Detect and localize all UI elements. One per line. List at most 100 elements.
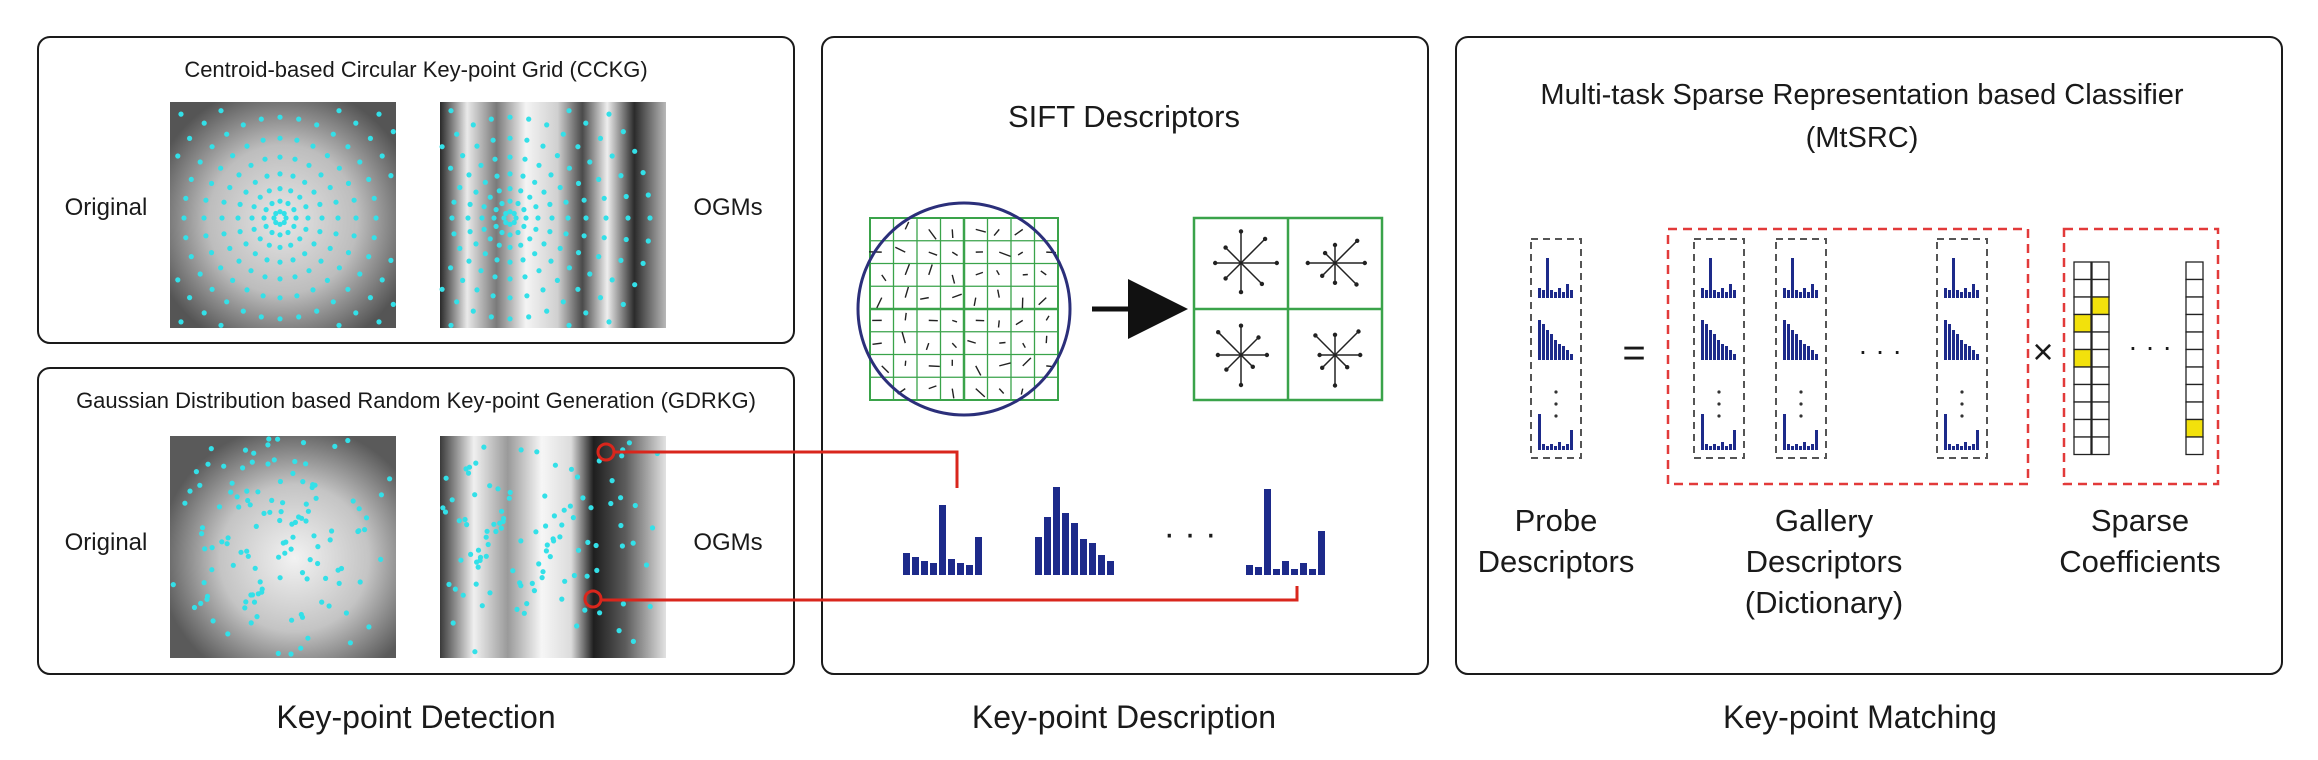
histogram-bar (1803, 288, 1806, 298)
keypoint-dot (225, 631, 231, 637)
probe-column (1530, 238, 1582, 459)
keypoint-dot (317, 201, 323, 207)
histogram-bar (1733, 354, 1736, 360)
keypoint-dot (559, 522, 565, 528)
keypoint-dot (524, 601, 530, 607)
keypoint-dot (197, 271, 203, 277)
keypoint-dot (526, 116, 532, 122)
keypoint-dot (363, 515, 370, 521)
cckg-original-label: Original (65, 194, 148, 221)
gallery-column-n (1936, 238, 1988, 459)
keypoint-dot (216, 504, 223, 510)
keypoint-dot (542, 493, 548, 499)
keypoint-dot (244, 548, 250, 554)
keypoint-dot (199, 531, 205, 537)
histogram-bar (1807, 446, 1810, 450)
histogram-bar (1570, 290, 1573, 298)
keypoint-dot (440, 505, 446, 511)
keypoint-dot (345, 180, 352, 186)
keypoint-dot (264, 173, 270, 179)
keypoint-dot (618, 257, 624, 263)
keypoint-dot (575, 144, 581, 150)
keypoint-dot (366, 624, 372, 630)
histogram-bar (1807, 292, 1810, 298)
histogram-bar (1558, 288, 1561, 298)
keypoint-dot (606, 319, 612, 325)
histogram-bar (1264, 489, 1271, 575)
keypoint-dot (464, 522, 470, 528)
keypoint-dot (187, 135, 193, 141)
keypoint-dot (588, 505, 594, 511)
orientation-ray-tip (1213, 260, 1218, 266)
histogram-bar (1721, 344, 1724, 360)
coefficients-box (2062, 227, 2220, 486)
histogram-bar (1948, 290, 1951, 298)
keypoint-dot (443, 475, 449, 481)
histogram-bar (1948, 324, 1951, 360)
keypoint-dot (366, 176, 372, 182)
keypoint-dot (257, 579, 263, 585)
gdrkg-ogm-image (440, 436, 666, 658)
keypoint-dot (324, 153, 330, 159)
histogram-bar (1791, 258, 1794, 298)
keypoint-dot (507, 209, 513, 215)
keypoint-dot (543, 523, 549, 529)
keypoint-dot (253, 523, 259, 530)
sift-title: SIFT Descriptors (1008, 99, 1240, 134)
keypoint-dot (467, 229, 473, 235)
gradient-vector (881, 274, 887, 282)
description-panel (821, 36, 1429, 675)
keypoint-dot (514, 606, 520, 613)
orientation-ray (1240, 238, 1266, 264)
cckg-ogm-image (440, 102, 666, 328)
keypoint-dot (493, 528, 499, 535)
keypoint-dot (333, 199, 339, 205)
histogram-bar (1705, 444, 1708, 450)
sift-patch (856, 201, 1072, 417)
keypoint-dot (255, 591, 261, 597)
histogram-bar (975, 537, 982, 575)
keypoint-dot (327, 184, 333, 191)
keypoint-dot (297, 194, 303, 200)
gradient-vector (999, 251, 1011, 258)
keypoint-dot (181, 215, 187, 221)
keypoint-dot (356, 506, 362, 512)
coefficient-cell (2091, 401, 2110, 421)
coefficient-cell (2091, 296, 2110, 316)
keypoint-dot (491, 215, 497, 221)
keypoint-dot (507, 489, 513, 495)
histogram-bar (1956, 444, 1959, 450)
keypoint-dot (277, 575, 283, 581)
gradient-vector (1015, 319, 1024, 326)
orientation-ray-tip (1250, 364, 1256, 369)
keypoint-dot (298, 645, 304, 651)
keypoint-dot (357, 159, 363, 165)
coefficient-cell (2091, 383, 2110, 403)
histogram-bar (1964, 344, 1967, 360)
orientation-ray-tip (1238, 289, 1244, 295)
keypoint-dot (230, 153, 236, 159)
keypoint-dot (547, 201, 553, 207)
keypoint-dot (503, 210, 509, 217)
histogram-bar (1811, 350, 1814, 360)
histogram-bar (1952, 258, 1955, 298)
keypoint-dot (439, 286, 445, 292)
histogram-bar (921, 561, 928, 575)
gradient-vector (928, 385, 937, 390)
keypoint-dot (323, 575, 329, 582)
keypoint-dot (630, 540, 636, 546)
keypoint-dot (193, 469, 199, 475)
keypoint-dot (561, 507, 567, 513)
keypoint-dot (300, 440, 307, 446)
keypoint-dot (439, 144, 445, 150)
keypoint-dot (522, 156, 528, 162)
keypoint-dot (582, 607, 588, 613)
keypoint-dot (302, 179, 308, 185)
keypoint-dot (448, 265, 454, 271)
keypoint-dot (449, 215, 455, 221)
keypoint-dot (465, 215, 471, 221)
vertical-ellipsis-dot (1960, 414, 1964, 418)
keypoint-dot (244, 488, 250, 494)
keypoint-dot (566, 265, 573, 271)
keypoint-dot (296, 116, 302, 122)
